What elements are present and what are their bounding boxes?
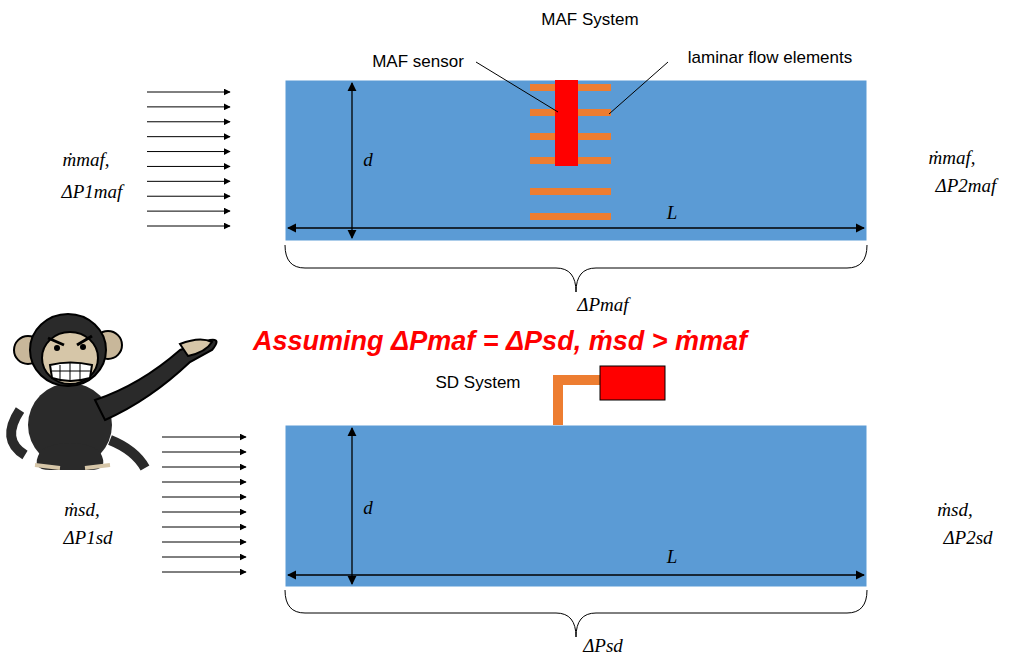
flow-label: ṁsd, — [937, 500, 972, 521]
pressure-label: ΔP2sd — [943, 528, 992, 549]
flow-arrow — [147, 181, 230, 182]
flow-arrow — [147, 121, 230, 122]
flow-arrow — [162, 467, 246, 468]
dimension-label: L — [667, 547, 678, 568]
assumption-note: Assuming ΔPmaf = ΔPsd, ṁsd > ṁmaf — [253, 327, 747, 357]
flow-arrow — [162, 572, 246, 573]
maf-sensor — [555, 80, 578, 166]
flow-arrow — [147, 211, 230, 212]
pressure-label: ΔPsd — [583, 636, 623, 657]
flow-arrow — [162, 437, 246, 438]
monkey-figure — [11, 314, 216, 470]
pressure-label: ΔP1sd — [63, 528, 112, 549]
pipe — [285, 80, 867, 241]
flow-arrow — [162, 482, 246, 483]
flow-label: ṁsd, — [64, 500, 99, 521]
dimension-arrow — [288, 227, 864, 228]
flow-arrow — [147, 92, 230, 93]
part-name: MAF sensor — [372, 53, 464, 72]
brace — [285, 590, 867, 637]
leader-line — [609, 62, 668, 114]
flow-label: ṁmaf, — [63, 150, 110, 171]
dimension-arrow — [351, 83, 352, 238]
pressure-sensor — [600, 366, 665, 400]
flow-arrow — [162, 527, 246, 528]
flow-arrow — [162, 512, 246, 513]
flow-arrows — [162, 437, 246, 572]
pipe — [285, 425, 867, 587]
flow-arrow — [162, 542, 246, 543]
flow-arrow — [162, 497, 246, 498]
flow-arrow — [147, 196, 230, 197]
pipe-section: dL — [285, 80, 867, 241]
system-title: MAF System — [541, 11, 638, 30]
flow-arrow — [147, 136, 230, 137]
flow-label: ṁmaf, — [929, 148, 976, 169]
part-name: laminar flow elements — [688, 49, 852, 68]
flow-arrow — [147, 106, 230, 107]
dimension-arrow — [288, 574, 864, 575]
flow-arrow — [147, 166, 230, 167]
brace — [285, 245, 867, 292]
pipe-section: dL — [285, 425, 867, 587]
pressure-tap — [553, 375, 600, 425]
flow-arrow — [147, 151, 230, 152]
dimension-label: L — [667, 203, 678, 224]
leader-line — [476, 62, 558, 112]
dimension-label: d — [363, 150, 373, 171]
flow-arrow — [162, 557, 246, 558]
flow-arrow — [162, 452, 246, 453]
dimension-label: d — [363, 498, 373, 519]
system-title: SD System — [435, 374, 520, 393]
pressure-label: ΔP2maf — [936, 176, 997, 197]
pressure-label: ΔPmaf — [577, 295, 628, 316]
flow-arrows — [147, 92, 230, 226]
dimension-arrow — [351, 428, 352, 584]
flow-arrow — [147, 226, 230, 227]
pressure-label: ΔP1maf — [62, 182, 123, 203]
